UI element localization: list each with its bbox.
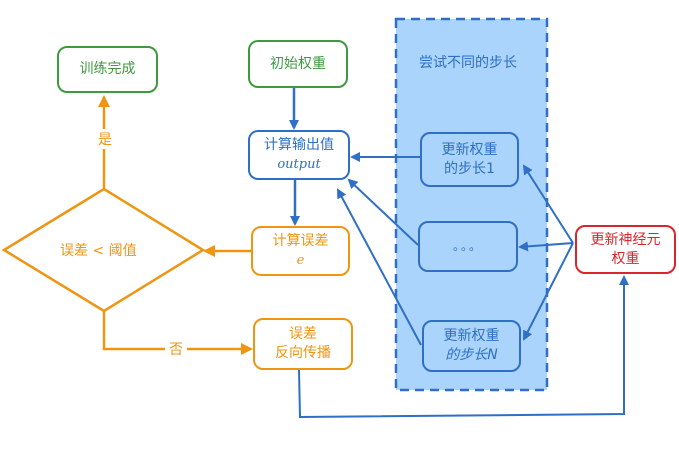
node-step-ellipsis-label: 。。。 [452,239,483,253]
edge-ellipsis-to-output [347,178,419,246]
node-init-weights: 初始权重 [248,40,348,88]
node-compute-error: 计算误差 e [251,226,350,276]
node-compute-error-line1: 计算误差 [272,233,329,249]
edge-update-to-step1 [522,164,574,244]
node-training-done: 训练完成 [57,46,158,93]
node-update-neuron-weights: 更新神经元 权重 [575,225,676,274]
node-step-n: 更新权重 的步长N [422,320,521,372]
edge-update-to-ellipsis [518,241,574,252]
node-init-weights-label: 初始权重 [270,55,326,72]
node-backprop: 误差 反向传播 [253,318,353,370]
edge-decision-to-backprop [102,311,253,355]
node-backprop-line1: 误差 [289,326,317,342]
node-backprop-line2: 反向传播 [275,345,331,361]
node-compute-output: 计算输出值 output [248,130,350,180]
decision-label: 误差 < 阈值 [60,243,137,259]
node-training-done-label: 训练完成 [79,61,136,77]
node-update-line1: 更新神经元 [590,231,661,248]
node-step-ellipsis: 。。。 [418,221,518,272]
node-step-1: 更新权重 的步长1 [420,132,519,187]
node-step-n-line2: 的步长N [445,347,498,363]
edge-label-no: 否 [165,339,187,359]
node-step-1-line2: 的步长1 [444,160,495,177]
edge-label-yes: 是 [94,129,116,149]
node-compute-output-line1: 计算输出值 [264,137,334,153]
node-compute-output-line2: output [277,157,321,172]
edge-update-to-stepn [523,242,574,341]
node-step-1-line1: 更新权重 [441,141,498,158]
edge-stepn-to-output [337,188,422,346]
node-compute-error-line2: e [296,253,305,268]
node-update-line2: 权重 [611,250,640,267]
step-group-title: 尝试不同的步长 [419,55,517,71]
edge-backprop-to-update [298,275,629,419]
node-step-n-line1: 更新权重 [443,328,500,344]
